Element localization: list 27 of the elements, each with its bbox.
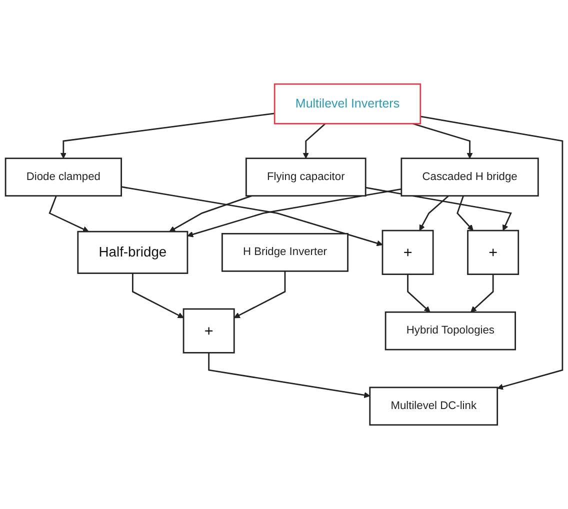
arrow bbox=[456, 196, 474, 231]
arrow bbox=[407, 274, 430, 312]
node-box: + bbox=[467, 230, 520, 275]
arrow bbox=[169, 195, 252, 232]
arrow bbox=[470, 274, 494, 312]
arrow bbox=[234, 271, 286, 318]
node-box: H Bridge Inverter bbox=[221, 232, 348, 272]
node-box: Multilevel DC-link bbox=[369, 386, 498, 426]
arrow bbox=[187, 188, 402, 238]
arrow bbox=[420, 116, 564, 390]
arrow bbox=[60, 112, 275, 159]
node-box: Multilevel Inverters bbox=[274, 83, 422, 124]
arrow bbox=[132, 273, 184, 318]
arrow bbox=[365, 186, 512, 231]
arrow bbox=[412, 122, 473, 159]
node-box: Flying capacitor bbox=[245, 158, 366, 197]
node-box: Half-bridge bbox=[77, 230, 188, 274]
node-box: Cascaded H bridge bbox=[400, 158, 539, 197]
arrow bbox=[208, 352, 370, 398]
arrow bbox=[302, 123, 326, 159]
arrow bbox=[48, 196, 89, 232]
arrow bbox=[419, 195, 450, 231]
node-box: Hybrid Topologies bbox=[384, 311, 516, 350]
node-box: Diode clamped bbox=[4, 158, 122, 197]
node-box: + bbox=[182, 308, 235, 354]
node-box: + bbox=[382, 230, 434, 275]
arrow bbox=[121, 186, 383, 246]
